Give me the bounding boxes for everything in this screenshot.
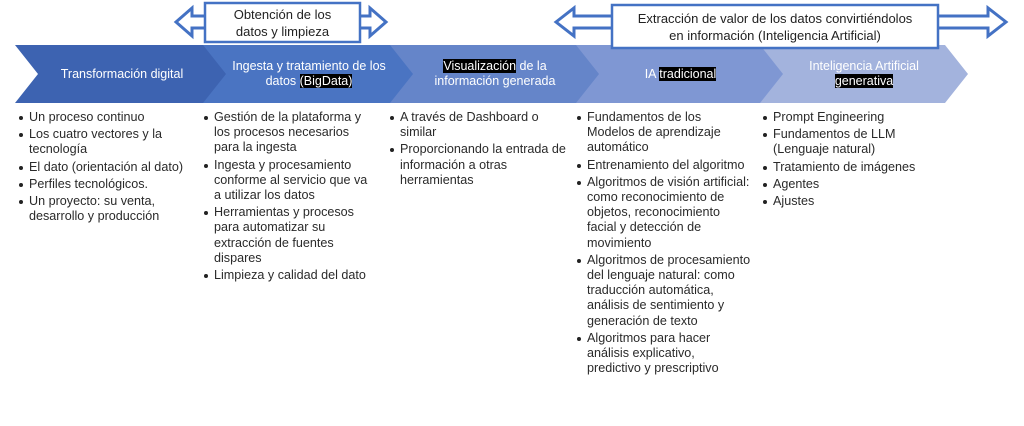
chevron-3 bbox=[390, 45, 601, 103]
list-item: Prompt Engineering bbox=[762, 110, 922, 125]
stage-2-label: Ingesta y tratamiento de los datos (BigD… bbox=[226, 45, 392, 103]
stage-4-text: IA bbox=[644, 66, 660, 81]
callout-right: Extracción de valor de los datos convirt… bbox=[612, 5, 938, 48]
callout-right-line2: en información (Inteligencia Artificial) bbox=[669, 27, 881, 43]
list-item: Un proyecto: su venta, desarrollo y prod… bbox=[18, 194, 198, 224]
list-item: Ingesta y procesamiento conforme al serv… bbox=[203, 158, 371, 204]
stage-4-highlight: tradicional bbox=[659, 66, 717, 81]
callout-left-line1: Obtención de los bbox=[233, 6, 332, 22]
callout-right-line1: Extracción de valor de los datos convirt… bbox=[637, 10, 913, 26]
list-item: Algoritmos para hacer análisis explicati… bbox=[576, 331, 752, 377]
list-item: Entrenamiento del algoritmo bbox=[576, 158, 752, 173]
list-item: Los cuatro vectores y la tecnología bbox=[18, 127, 198, 157]
stage-3-text: de la información generada bbox=[434, 59, 556, 88]
callout-box-left bbox=[203, 1, 362, 44]
list-item: Gestión de la plataforma y los procesos … bbox=[203, 110, 371, 156]
stage-4-label: IA tradicional bbox=[599, 45, 762, 103]
chevron-1 bbox=[15, 45, 228, 103]
stage-3-label: Visualización de la información generada bbox=[410, 45, 580, 103]
list-item: Herramientas y procesos para automatizar… bbox=[203, 205, 371, 266]
stage-2-list: Gestión de la plataforma y los procesos … bbox=[203, 110, 371, 285]
list-item: Perfiles tecnológicos. bbox=[18, 177, 198, 192]
list-item: Algoritmos de procesamiento del lenguaje… bbox=[576, 253, 752, 329]
list-item: Fundamentos de los Modelos de aprendizaj… bbox=[576, 110, 752, 156]
list-item: El dato (orientación al dato) bbox=[18, 160, 198, 175]
list-item: Tratamiento de imágenes bbox=[762, 160, 922, 175]
callout-left-line2: datos y limpieza bbox=[235, 23, 330, 39]
list-item: Agentes bbox=[762, 177, 922, 192]
stage-2-text: Ingesta y tratamiento de los datos bbox=[232, 59, 386, 88]
stage-4-list: Fundamentos de los Modelos de aprendizaj… bbox=[576, 110, 752, 378]
stage-5-highlight: generativa bbox=[834, 74, 894, 88]
list-item: Un proceso continuo bbox=[18, 110, 198, 125]
list-item: Limpieza y calidad del dato bbox=[203, 268, 371, 283]
stage-1-label: Transformación digital bbox=[38, 45, 206, 103]
list-item: Fundamentos de LLM (Lenguaje natural) bbox=[762, 127, 922, 157]
stage-3-highlight: Visualización bbox=[443, 59, 517, 73]
stage-2-highlight: (BigData) bbox=[299, 74, 353, 88]
list-item: Proporcionando la entrada de información… bbox=[389, 142, 567, 188]
callout-box-right bbox=[610, 3, 940, 50]
stage-1-text: Transformación digital bbox=[60, 66, 184, 81]
list-item: A través de Dashboard o similar bbox=[389, 110, 567, 140]
stage-5-text: Inteligencia Artificial bbox=[809, 59, 919, 73]
list-item: Ajustes bbox=[762, 194, 922, 209]
list-item: Algoritmos de visión artificial: como re… bbox=[576, 175, 752, 251]
